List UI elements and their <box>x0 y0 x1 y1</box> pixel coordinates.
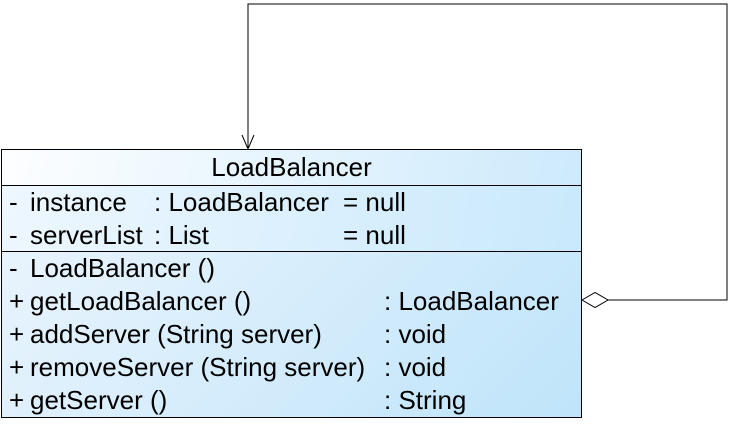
attribute-row-serverlist[interactable]: - serverList : List = null <box>2 219 581 252</box>
method-return: : LoadBalancer <box>384 286 559 316</box>
method-signature: getLoadBalancer () <box>30 286 252 316</box>
method-return: : void <box>384 352 447 382</box>
attributes-compartment: - instance : LoadBalancer = null - serve… <box>2 186 581 252</box>
method-signature: removeServer (String server) <box>30 352 366 382</box>
attribute-type: : List <box>154 220 209 250</box>
method-signature: getServer () <box>30 385 168 415</box>
visibility-marker: - <box>9 253 18 283</box>
attribute-default: = null <box>343 187 406 217</box>
method-signature: LoadBalancer () <box>30 253 215 283</box>
method-row-getserver[interactable]: + getServer () : String <box>2 384 581 417</box>
aggregation-diamond-icon[interactable] <box>580 291 610 309</box>
methods-compartment: - LoadBalancer () + getLoadBalancer () :… <box>2 252 581 417</box>
method-return: : String <box>384 385 467 415</box>
attribute-default: = null <box>343 220 406 250</box>
visibility-marker: + <box>9 385 25 415</box>
method-return: : void <box>384 319 447 349</box>
attribute-name: serverList <box>30 220 143 250</box>
visibility-marker: + <box>9 319 25 349</box>
visibility-marker: + <box>9 352 25 382</box>
visibility-marker: + <box>9 286 25 316</box>
method-row-constructor[interactable]: - LoadBalancer () <box>2 252 581 285</box>
method-row-removeserver[interactable]: + removeServer (String server) : void <box>2 351 581 384</box>
visibility-marker: - <box>9 220 18 250</box>
attribute-row-instance[interactable]: - instance : LoadBalancer = null <box>2 186 581 219</box>
attribute-name: instance <box>30 187 127 217</box>
method-row-getloadbalancer[interactable]: + getLoadBalancer () : LoadBalancer <box>2 285 581 318</box>
connector-line[interactable] <box>247 3 728 301</box>
attribute-type: : LoadBalancer <box>154 187 329 217</box>
method-row-addserver[interactable]: + addServer (String server) : void <box>2 318 581 351</box>
class-box-loadbalancer[interactable]: LoadBalancer - instance : LoadBalancer =… <box>1 149 582 418</box>
method-signature: addServer (String server) <box>30 319 322 349</box>
visibility-marker: - <box>9 187 18 217</box>
class-name[interactable]: LoadBalancer <box>2 150 581 186</box>
